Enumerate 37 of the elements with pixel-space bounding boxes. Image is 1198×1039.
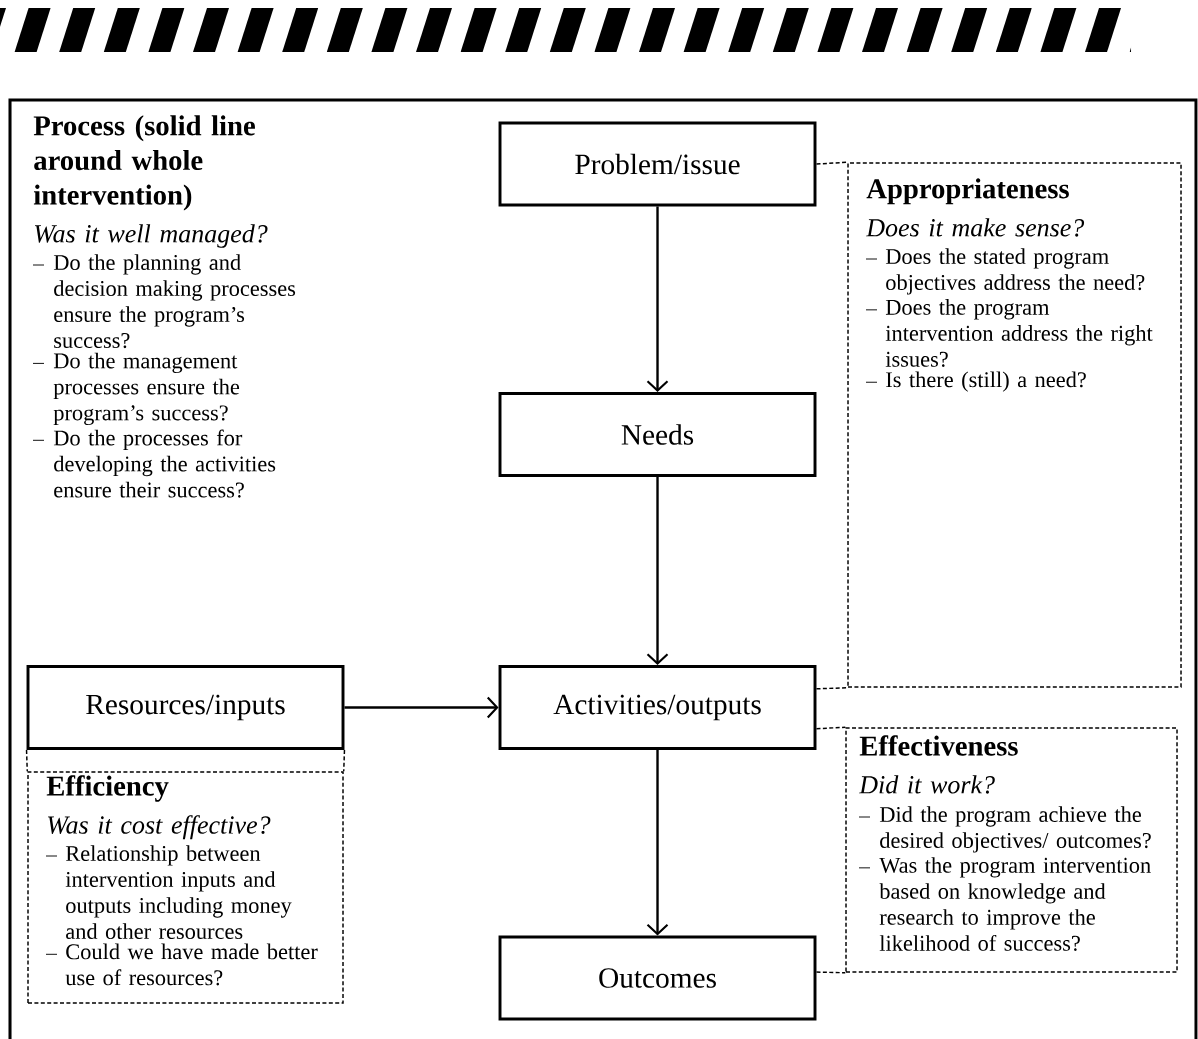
arrow — [646, 206, 669, 393]
criteria-box — [845, 727, 1178, 973]
process-box: Outcomes — [498, 935, 817, 1021]
bullet-item: Is there (still) a need? — [865, 371, 1086, 392]
connector-line — [815, 971, 846, 974]
process-box: Problem/issue — [498, 121, 817, 207]
process-box: Resources/inputs — [26, 665, 345, 750]
bullet-item: Do the management processes ensure the program’s success? — [32, 352, 240, 426]
question: Did it work? — [859, 775, 995, 794]
question: Was it cost effective? — [48, 815, 271, 840]
bullet-item: Was the program intervention based on knowledge and research to improve the likelihood of success? — [858, 857, 1151, 951]
question: Does it make sense? — [866, 218, 1085, 237]
bullet-item: Relationship between intervention inputs and outputs including money and other resources — [45, 845, 292, 940]
criteria-box — [27, 771, 344, 1004]
connector-line — [815, 726, 846, 730]
heading: Effectiveness — [859, 735, 1018, 756]
heading: Process (solid line around whole intervention) — [33, 115, 255, 211]
arrow — [646, 750, 669, 936]
question: Was it well managed? — [35, 224, 268, 248]
process-box: Needs — [498, 392, 817, 477]
bullet-item: Do the planning and decision making processes ensure the program’s success? — [32, 254, 296, 349]
arrow — [344, 696, 499, 719]
bullet-item: Could we have made better use of resources? — [45, 943, 318, 986]
bullet-item: Do the processes for developing the activities ensure their success? — [32, 429, 276, 498]
connector-line — [25, 749, 28, 772]
criteria-box — [847, 162, 1182, 688]
heading: Efficiency — [46, 775, 169, 802]
process-frame — [8, 98, 1198, 1039]
heading: Appropriateness — [866, 178, 1069, 205]
bullet-item: Does the stated program objectives address the need? — [865, 248, 1145, 295]
bullet-item: Did the program achieve the desired objectives/ outcomes? — [858, 806, 1151, 853]
connector-line — [815, 687, 848, 690]
connector-line — [343, 749, 346, 772]
bullet-item: Does the program intervention address the right issues? — [865, 299, 1153, 367]
connector-line — [815, 161, 848, 165]
arrow — [646, 476, 669, 666]
process-box: Activities/outputs — [498, 665, 817, 750]
